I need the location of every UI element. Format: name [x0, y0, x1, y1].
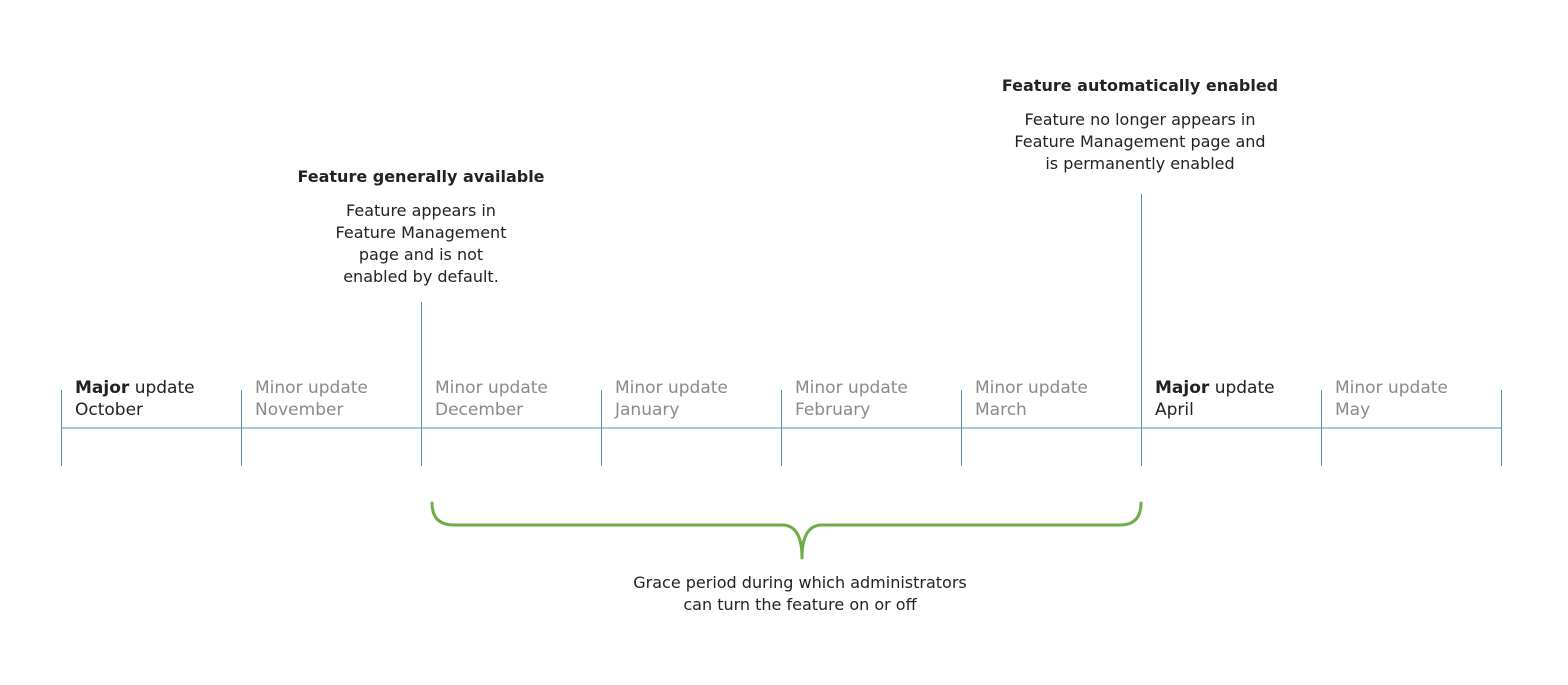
grace-period-label: Grace period during which administrators…	[633, 573, 967, 614]
update-kind: Major	[1155, 378, 1210, 398]
auto-enabled-description: Feature no longer appears in Feature Man…	[1014, 110, 1266, 173]
update-label-january: Minor update January	[615, 377, 728, 421]
update-kind: Minor	[255, 378, 303, 398]
update-word: update	[847, 378, 908, 398]
update-label-october: Major update October	[75, 377, 195, 421]
update-month: November	[255, 400, 344, 420]
update-label-may: Minor update May	[1335, 377, 1448, 421]
auto-enabled-callout: Feature automatically enabled Feature no…	[990, 76, 1290, 175]
update-month: January	[615, 400, 680, 420]
update-word: update	[1027, 378, 1088, 398]
update-month: April	[1155, 400, 1194, 420]
update-kind: Minor	[1335, 378, 1383, 398]
grace-period-brace	[430, 501, 1143, 560]
update-word: update	[1214, 378, 1275, 398]
update-month: October	[75, 400, 144, 420]
update-kind: Minor	[615, 378, 663, 398]
update-word: update	[487, 378, 548, 398]
update-label-march: Minor update March	[975, 377, 1088, 421]
update-word: update	[307, 378, 368, 398]
update-word: update	[667, 378, 728, 398]
update-month: February	[795, 400, 871, 420]
update-kind: Minor	[435, 378, 483, 398]
update-kind: Major	[75, 378, 130, 398]
update-label-april: Major update April	[1155, 377, 1275, 421]
general-availability-description: Feature appears in Feature Management pa…	[335, 201, 507, 286]
update-word: update	[1387, 378, 1448, 398]
update-kind: Minor	[975, 378, 1023, 398]
update-label-december: Minor update December	[435, 377, 548, 421]
general-availability-title: Feature generally available	[297, 167, 545, 186]
general-availability-callout: Feature generally available Feature appe…	[296, 167, 546, 288]
update-word: update	[134, 378, 195, 398]
update-label-november: Minor update November	[255, 377, 368, 421]
update-month: May	[1335, 400, 1371, 420]
auto-enabled-title: Feature automatically enabled	[1001, 76, 1279, 95]
update-label-february: Minor update February	[795, 377, 908, 421]
update-month: December	[435, 400, 524, 420]
update-month: March	[975, 400, 1027, 420]
update-kind: Minor	[795, 378, 843, 398]
